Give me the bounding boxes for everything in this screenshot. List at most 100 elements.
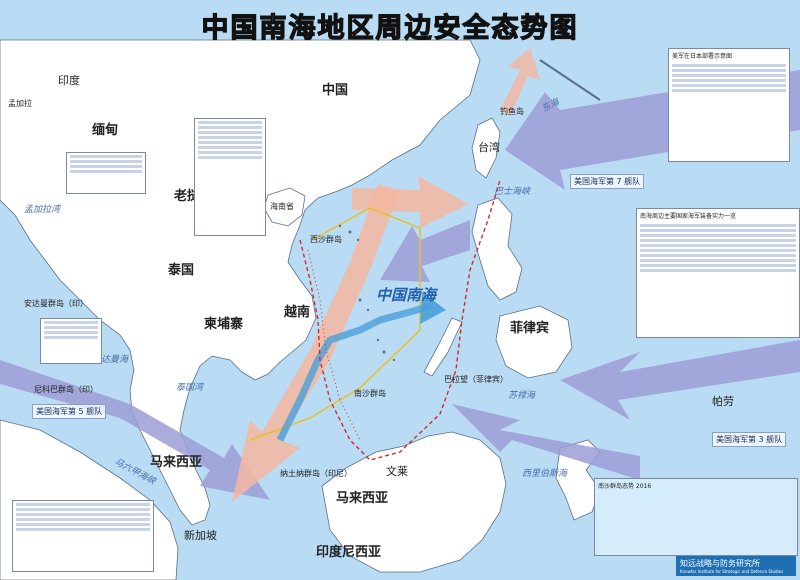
luzon-island <box>471 197 523 301</box>
inset-stripe <box>16 503 150 506</box>
inset-stripe <box>44 326 98 329</box>
label-indonesia: 印度尼西亚 <box>316 545 382 560</box>
info-panel-andaman <box>40 318 102 364</box>
inset-stripe <box>672 74 786 77</box>
inset-stripe <box>672 89 786 92</box>
label-malaysia: 马来西亚 <box>150 455 203 470</box>
label-andaman-sea: 安达曼海 <box>92 355 129 365</box>
dotted-line-inner <box>307 249 361 441</box>
label-andaman: 安达曼群岛（印） <box>24 299 88 308</box>
inset-stripe <box>198 141 262 144</box>
us-5th-fleet-badge: 美国海军第 5 舰队 <box>32 404 107 419</box>
info-panel-myanmar <box>66 152 146 194</box>
label-luzon-strait: 巴士海峡 <box>494 187 531 197</box>
inset-stripe <box>640 259 796 262</box>
label-myanmar: 缅甸 <box>92 123 119 138</box>
inset-stripe <box>198 146 262 149</box>
inset-stripe <box>640 244 796 247</box>
inset-stripe <box>640 239 796 242</box>
inset-stripe <box>672 69 786 72</box>
inset-stripe <box>198 136 262 139</box>
inset-stripe <box>640 234 796 237</box>
inset-stripe <box>70 160 142 163</box>
label-south-china-sea: 中国南海 <box>376 286 437 304</box>
inset-stripe <box>640 249 796 252</box>
mindanao-island <box>495 305 573 379</box>
label-xisha: 西沙群岛 <box>310 235 342 244</box>
inset-stripe <box>16 513 150 516</box>
label-bangladesh: 孟加拉 <box>8 99 32 108</box>
label-palawan: 巴拉望（菲律宾） <box>444 375 508 384</box>
label-india: 印度 <box>58 74 80 87</box>
inset-stripe <box>44 336 98 339</box>
institute-logo: 知远战略与防务研究所 Knowfar Institute for Strateg… <box>676 556 796 576</box>
label-philippines: 菲律宾 <box>510 321 550 336</box>
label-china: 中国 <box>322 83 349 98</box>
inset-stripe <box>198 121 262 124</box>
taiwan-island <box>471 117 501 179</box>
inset-stripe <box>44 331 98 334</box>
label-nicobar: 尼科巴群岛（印） <box>34 385 98 394</box>
inset-japan-title: 美军在日本部署示意图 <box>672 53 733 60</box>
shipping-route-head <box>420 292 446 324</box>
palawan-island <box>423 317 463 377</box>
inset-stripe <box>198 131 262 134</box>
cn-arrow-south <box>232 184 400 502</box>
map-title: 中国南海地区周边安全态势图 <box>201 12 579 44</box>
label-brunei: 文莱 <box>386 465 408 478</box>
us-arrow-south <box>452 404 640 480</box>
inset-stripe <box>198 151 262 154</box>
info-panel-left <box>194 118 266 236</box>
spratly-dots <box>338 224 396 362</box>
inset-stripe <box>44 321 98 324</box>
institute-name: 知远战略与防务研究所 <box>680 559 760 568</box>
inset-nansha-title: 南沙群岛态势 2016 <box>598 483 652 490</box>
ryukyu-arc <box>539 59 601 101</box>
patrol-line-yellow <box>249 207 421 441</box>
cn-arrow-east <box>352 176 468 228</box>
us-arrow-west <box>0 360 270 500</box>
borneo-island <box>321 431 507 573</box>
inset-japan-deployment: 美军在日本部署示意图 <box>668 48 790 162</box>
inset-stripe <box>70 165 142 168</box>
label-celebes-sea: 西里伯斯海 <box>522 469 568 479</box>
label-diaoyu: 钓鱼岛 <box>500 107 524 116</box>
label-taiwan: 台湾 <box>478 141 500 154</box>
inset-nansha-2016: 南沙群岛态势 2016 <box>594 478 798 556</box>
label-natuna: 纳土纳群岛（印尼） <box>280 469 352 478</box>
inset-stripe <box>640 224 796 227</box>
label-gulf-thailand: 泰国湾 <box>176 383 204 393</box>
inset-stripe <box>198 156 262 159</box>
inset-stripe <box>672 84 786 87</box>
label-laos: 老挝 <box>174 189 201 204</box>
us-3rd-fleet-badge: 美国海军第 3 舰队 <box>712 432 787 447</box>
inset-navy-table: 南海周边主要国家海军装备实力一览 <box>636 208 800 338</box>
label-sulu-sea: 苏禄海 <box>508 391 536 401</box>
inset-stripe <box>640 264 796 267</box>
inset-stripe <box>16 518 150 521</box>
inset-stripe <box>640 254 796 257</box>
shipping-route-blue <box>276 302 432 442</box>
us-arrow-east <box>560 340 800 420</box>
label-palau: 帕劳 <box>712 395 734 408</box>
label-vietnam: 越南 <box>284 305 311 320</box>
inset-navy-title: 南海周边主要国家海军装备实力一览 <box>640 213 737 220</box>
info-panel-bottom-left <box>12 500 154 572</box>
label-singapore: 新加坡 <box>184 529 217 542</box>
us-arrow-north <box>380 220 470 282</box>
inset-stripe <box>70 155 142 158</box>
inset-stripe <box>640 229 796 232</box>
inset-stripe <box>16 508 150 511</box>
label-hainan: 海南省 <box>270 202 294 211</box>
inset-stripe <box>672 64 786 67</box>
cn-arrow-northeast <box>500 48 540 116</box>
us-7th-fleet-badge: 美国海军第 7 舰队 <box>570 174 645 189</box>
inset-stripe <box>198 126 262 129</box>
label-thailand: 泰国 <box>168 263 195 278</box>
inset-stripe <box>16 528 150 531</box>
label-cambodia: 柬埔寨 <box>204 317 244 332</box>
label-malaysia-borneo: 马来西亚 <box>336 491 389 506</box>
label-nansha: 南沙群岛 <box>354 389 386 398</box>
inset-stripe <box>672 79 786 82</box>
